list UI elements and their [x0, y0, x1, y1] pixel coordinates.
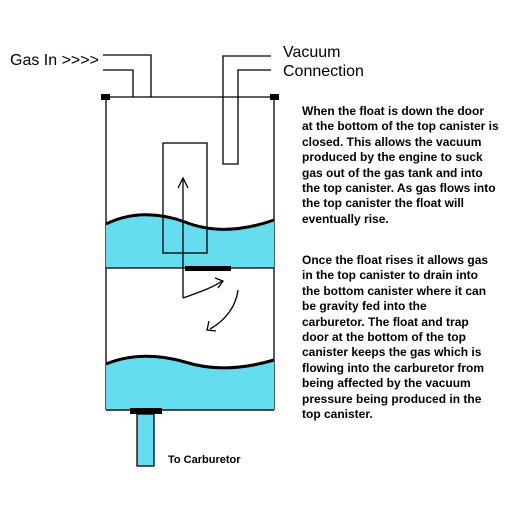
text-line: being affected by the vacuum — [302, 376, 471, 391]
description-paragraph-1: When the float is down the door at the b… — [302, 104, 499, 227]
flow-arrows — [182, 277, 239, 332]
outlet-fitting — [130, 408, 162, 414]
bottom-canister-fuel — [106, 356, 274, 410]
text-line: canister keeps the gas which is — [302, 345, 482, 360]
text-line: When the float is down the door — [302, 104, 484, 118]
text-line: pressure being produced in the — [302, 391, 482, 406]
text-line: Once the float rises it allows gas — [302, 253, 489, 267]
text-line: produced by the engine to suck — [302, 150, 483, 165]
text-line: in the top canister to drain into — [302, 268, 479, 283]
text-line: carburetor. The float and trap — [302, 314, 469, 329]
text-line: eventually rise. — [302, 211, 389, 226]
text-line: be gravity fed into the — [302, 299, 427, 314]
to-carburetor-label: To Carburetor — [168, 454, 241, 466]
gas-inlet-pipe — [103, 54, 152, 97]
vacuum-label: Vacuum — [283, 44, 341, 61]
gas-in-label: Gas In >>>> — [10, 52, 99, 69]
text-line: top canister. — [302, 407, 373, 422]
float-rise-arrow — [177, 176, 189, 298]
text-line: the bottom canister where it can — [302, 283, 487, 298]
text-line: closed. This allows the vacuum — [302, 134, 482, 149]
vacuum-pipe — [222, 55, 271, 165]
text-line: gas out of the gas tank and into — [302, 165, 483, 180]
text-line: at the bottom of the top canister is — [302, 119, 499, 134]
text-line: the top canister the float will — [302, 196, 465, 211]
canister-lid — [101, 94, 279, 100]
top-canister-fuel — [106, 214, 274, 268]
carburetor-pipe — [136, 413, 155, 467]
text-line: the top canister. As gas flows into — [302, 181, 496, 196]
text-line: door at the bottom of the top — [302, 330, 466, 345]
float — [162, 142, 208, 254]
vacuum-connection-label: Connection — [283, 63, 364, 80]
text-line: flowing into the carburetor from — [302, 360, 484, 375]
trap-door — [185, 266, 231, 271]
description-paragraph-2: Once the float rises it allows gas in th… — [302, 253, 488, 422]
